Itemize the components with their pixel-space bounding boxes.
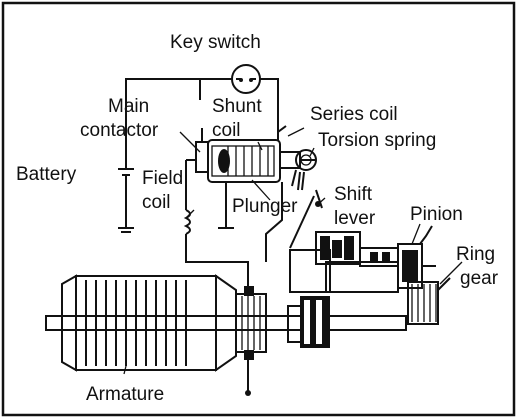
label-shunt-coil: coil [212,120,241,141]
label-lever: lever [334,208,376,229]
label-plunger: Plunger [232,196,298,217]
label-series-coil: Series coil [310,104,398,125]
label-ring: Ring [456,244,495,265]
label-armature: Armature [86,384,164,405]
label-shunt: Shunt [212,96,262,117]
label-key-switch: Key switch [170,32,261,53]
label-main: Main [108,96,149,117]
label-field-coil: coil [142,192,171,213]
label-contactor: contactor [80,120,159,141]
label-battery: Battery [16,164,77,185]
label-pinion: Pinion [410,204,463,225]
label-field: Field [142,168,183,189]
label-shift: Shift [334,184,373,205]
label-gear: gear [460,268,499,289]
label-torsion-spring: Torsion spring [318,130,436,151]
